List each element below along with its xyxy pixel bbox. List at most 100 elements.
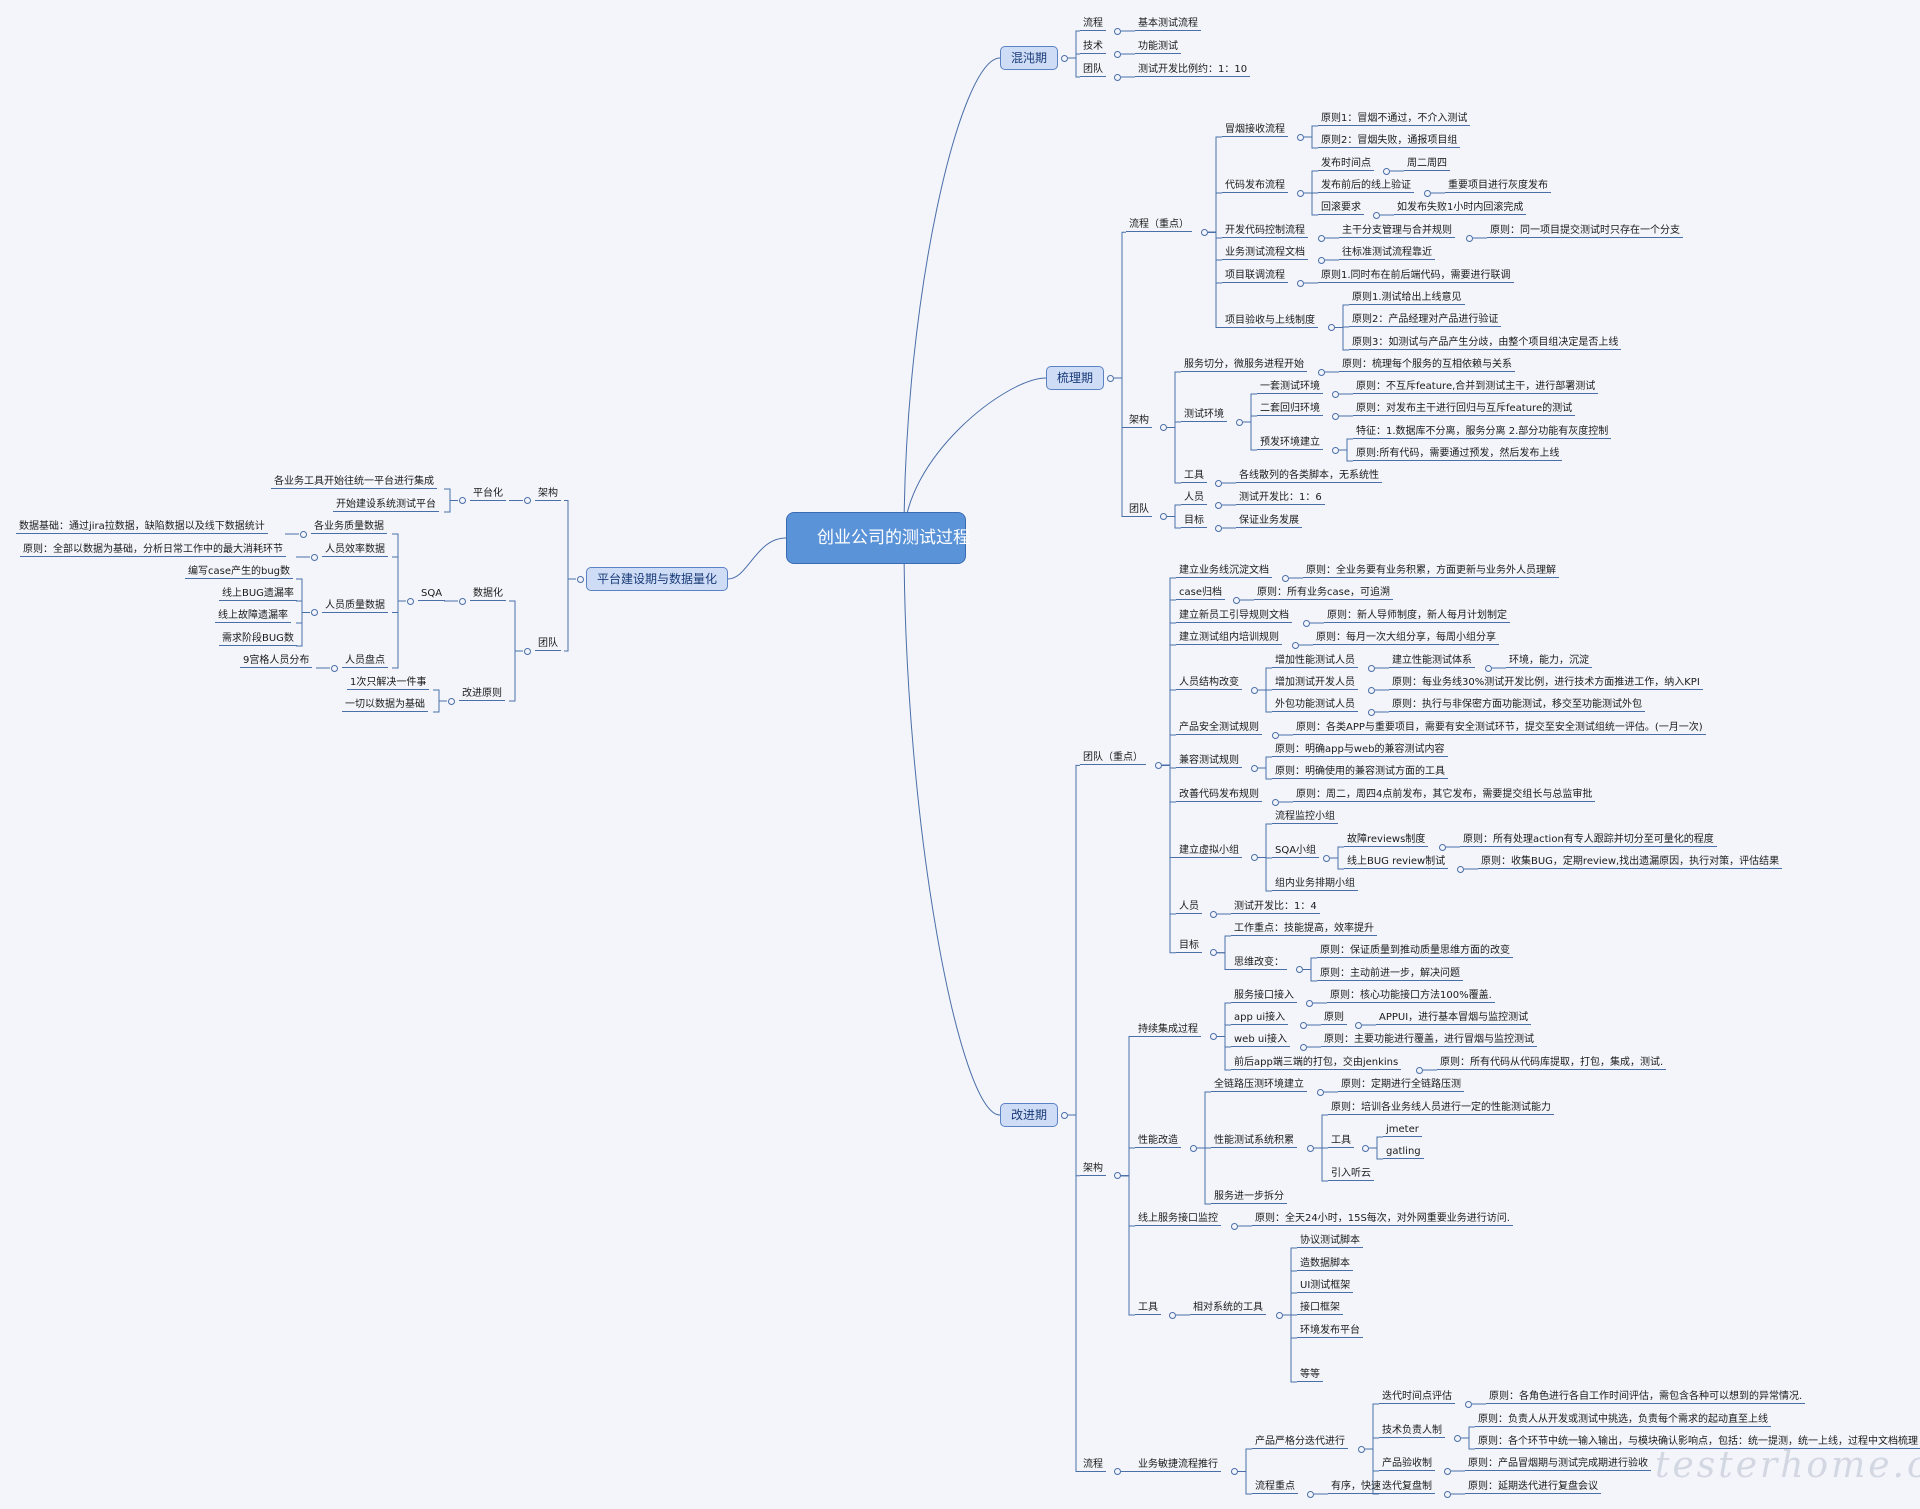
topic-node[interactable]: 环境，能力，沉淀 [1506,654,1592,668]
collapse-toggle-icon[interactable] [1113,50,1121,58]
topic-node[interactable]: 组内业务排期小组 [1272,877,1358,891]
topic-node[interactable]: 前后app端三端的打包，交由jenkins [1231,1056,1402,1070]
topic-node[interactable]: 原则 [1321,1011,1347,1025]
collapse-toggle-icon[interactable] [1382,167,1390,175]
collapse-toggle-icon[interactable] [1299,1043,1307,1051]
topic-node[interactable]: 原则：全业务要有业务积累，方面更新与业务外人员理解 [1303,564,1559,578]
collapse-toggle-icon[interactable] [1159,513,1167,520]
collapse-toggle-icon[interactable] [1456,865,1464,873]
topic-node[interactable]: 工具 [1135,1301,1161,1315]
topic-node[interactable]: 原则：新人导师制度，新人每月计划制定 [1324,609,1510,623]
topic-node[interactable]: 原则：培训各业务线人员进行一定的性能测试能力 [1328,1101,1554,1115]
topic-node[interactable]: 重要项目进行灰度发布 [1445,179,1551,193]
collapse-toggle-icon[interactable] [1250,764,1258,772]
topic-node[interactable]: 性能改造 [1135,1134,1181,1148]
collapse-toggle-icon[interactable] [1453,1434,1461,1442]
collapse-toggle-icon[interactable] [1209,949,1217,957]
topic-node[interactable]: 流程 [1080,17,1106,31]
topic-node[interactable]: 原则：明确使用的兼容测试方面的工具 [1272,765,1448,779]
topic-node[interactable]: 原则：负责人从开发或测试中挑选，负责每个需求的起动直至上线 [1475,1413,1771,1427]
topic-node[interactable]: jmeter [1383,1123,1422,1137]
collapse-toggle-icon[interactable] [1438,843,1446,851]
topic-node[interactable]: 建立新员工引导规则文档 [1176,609,1292,623]
topic-node[interactable]: 技术 [1080,40,1106,54]
topic-node[interactable]: 流程重点 [1252,1480,1298,1494]
topic-node[interactable]: 数据基础：通过jira拉数据，缺陷数据以及线下数据统计 [16,520,268,534]
collapse-toggle-icon[interactable] [1331,390,1339,398]
topic-node[interactable]: 服务切分，微服务进程开始 [1181,358,1307,372]
collapse-toggle-icon[interactable] [1232,596,1240,604]
topic-node[interactable]: 原则：各个环节中统一输入输出，与模块确认影响点，包括：统一提测，统一上线，过程中… [1475,1435,1920,1449]
collapse-toggle-icon[interactable] [1168,1311,1176,1319]
topic-node[interactable]: UI测试框架 [1297,1279,1354,1293]
collapse-toggle-icon[interactable] [1113,27,1121,35]
topic-node[interactable]: 保证业务发展 [1236,514,1302,528]
topic-node[interactable]: 测试开发比：1：4 [1231,900,1320,914]
topic-node[interactable]: web ui接入 [1231,1033,1290,1047]
collapse-toggle-icon[interactable] [523,647,531,655]
collapse-toggle-icon[interactable] [1214,501,1222,509]
collapse-toggle-icon[interactable] [1271,731,1279,739]
collapse-toggle-icon[interactable] [1275,1311,1283,1319]
collapse-toggle-icon[interactable] [1367,708,1375,716]
topic-node[interactable]: 原则：周二，周四4点前发布，其它发布，需要提交组长与总监审批 [1293,788,1596,802]
topic-node[interactable]: 原则：对发布主干进行回归与互斥feature的测试 [1353,402,1576,416]
collapse-toggle-icon[interactable] [406,597,414,605]
collapse-toggle-icon[interactable] [310,553,318,561]
topic-node[interactable]: 目标 [1176,939,1202,953]
collapse-toggle-icon[interactable] [1415,1066,1423,1074]
topic-node[interactable]: 原则：主动前进一步，解决问题 [1317,967,1463,981]
collapse-toggle-icon[interactable] [1214,524,1222,532]
collapse-toggle-icon[interactable] [523,497,531,504]
topic-node[interactable]: 原则：延期迭代进行复盘会议 [1465,1480,1601,1494]
topic-node[interactable]: 原则：同一项目提交测试时只存在一个分支 [1487,224,1683,238]
collapse-toggle-icon[interactable] [1464,1400,1472,1408]
topic-node[interactable]: 9宫格人员分布 [240,654,313,668]
collapse-toggle-icon[interactable] [1060,1111,1068,1119]
topic-node[interactable]: 造数据脚本 [1297,1257,1353,1271]
topic-node[interactable]: app ui接入 [1231,1011,1289,1025]
collapse-toggle-icon[interactable] [1317,256,1325,264]
topic-node[interactable]: 服务接口接入 [1231,989,1297,1003]
topic-node[interactable]: 原则：明确app与web的兼容测试内容 [1272,743,1448,757]
collapse-toggle-icon[interactable] [1317,368,1325,376]
topic-node[interactable]: 原则1：冒烟不通过，不介入测试 [1318,112,1471,126]
topic-node[interactable]: 各业务工具开始往统一平台进行集成 [271,475,437,489]
topic-node[interactable]: 增加测试开发人员 [1272,676,1358,690]
topic-node[interactable]: 人员 [1181,491,1207,505]
topic-node[interactable]: 原则：每月一次大组分享，每周小组分享 [1313,631,1499,645]
topic-node[interactable]: 环境发布平台 [1297,1324,1363,1338]
topic-node[interactable]: 原则：主要功能进行覆盖，进行冒烟与监控测试 [1321,1033,1537,1047]
collapse-toggle-icon[interactable] [1235,418,1243,426]
collapse-toggle-icon[interactable] [1357,1445,1365,1453]
collapse-toggle-icon[interactable] [458,597,466,605]
topic-node[interactable]: 思维改变： [1231,956,1287,970]
topic-node[interactable]: 人员盘点 [342,654,388,668]
topic-node[interactable]: 测试开发比例约：1：10 [1135,63,1251,77]
collapse-toggle-icon[interactable] [1306,1144,1314,1152]
topic-node[interactable]: 各业务质量数据 [311,520,387,534]
topic-node[interactable]: gatling [1383,1145,1424,1159]
topic-node[interactable]: 团队 [1080,63,1106,77]
topic-node[interactable]: 人员效率数据 [322,543,388,557]
topic-node[interactable]: 迭代时间点评估 [1379,1390,1455,1404]
topic-node[interactable]: 1次只解决一件事 [347,676,430,690]
topic-node[interactable]: 流程（重点） [1126,218,1192,233]
topic-node[interactable]: 一切以数据为基础 [342,698,428,712]
topic-node[interactable]: 预发环境建立 [1257,436,1323,450]
topic-node[interactable]: 线上BUG review制试 [1344,855,1449,869]
collapse-toggle-icon[interactable] [1154,761,1162,769]
collapse-toggle-icon[interactable] [1113,1468,1121,1475]
topic-node[interactable]: 开始建设系统测试平台 [333,498,439,512]
branch-topic[interactable]: 改进期 [1000,1103,1059,1127]
topic-node[interactable]: 团队 [535,637,561,651]
topic-node[interactable]: 原则3：如测试与产品产生分歧，由整个项目组决定是否上线 [1349,336,1622,350]
topic-node[interactable]: 外包功能测试人员 [1272,698,1358,712]
topic-node[interactable]: 原则2：冒烟失败，通报项目组 [1318,134,1461,148]
topic-node[interactable]: 测试环境 [1181,408,1227,422]
topic-node[interactable]: 业务敏捷流程推行 [1135,1458,1221,1472]
topic-node[interactable]: 原则：每业务线30%测试开发比例，进行技术方面推进工作，纳入KPI [1389,676,1703,690]
collapse-toggle-icon[interactable] [299,530,307,538]
collapse-toggle-icon[interactable] [1250,686,1258,694]
topic-node[interactable]: 改进原则 [459,687,505,701]
